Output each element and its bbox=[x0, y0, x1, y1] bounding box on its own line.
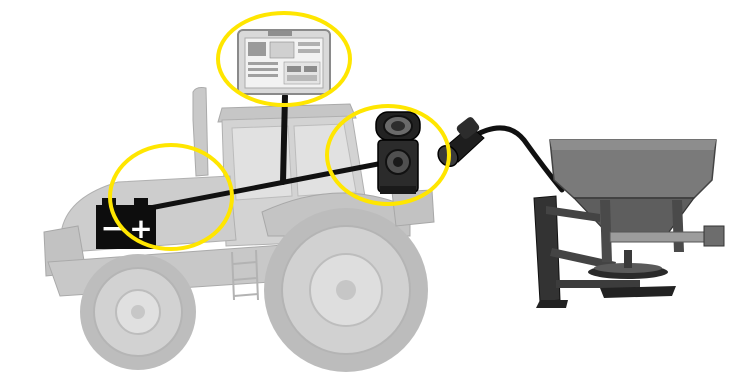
connector-socket bbox=[376, 112, 420, 194]
spreader-cable bbox=[474, 128, 562, 190]
front-wheel bbox=[80, 254, 196, 370]
plug-and-cable bbox=[434, 116, 562, 190]
rear-hitch bbox=[392, 190, 434, 226]
battery-icon: − + bbox=[96, 198, 156, 249]
fertilizer-spreader-icon bbox=[534, 140, 724, 308]
cable-terminal-drop bbox=[283, 96, 285, 182]
plug-icon bbox=[434, 116, 484, 171]
exhaust-pipe bbox=[193, 88, 208, 177]
display-terminal bbox=[238, 30, 330, 94]
rear-wheel bbox=[264, 208, 428, 372]
battery-plus-label: + bbox=[129, 212, 152, 245]
